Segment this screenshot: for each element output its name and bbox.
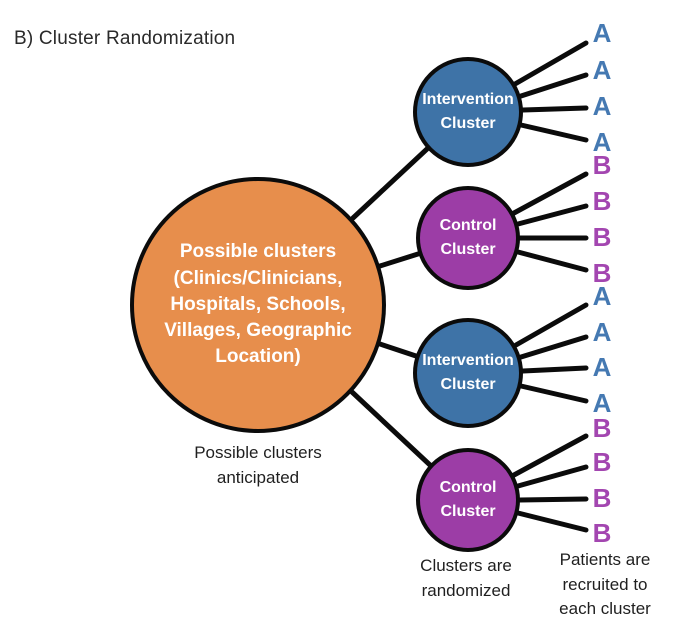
- main-cluster-label: Possible clusters (Clinics/Clinicians, H…: [164, 241, 352, 368]
- patient-label: A: [592, 18, 612, 48]
- intervention-cluster-circle-2: Intervention Cluster: [413, 318, 523, 428]
- patient-label: B: [592, 150, 612, 180]
- intervention-cluster-label: Intervention Cluster: [422, 352, 514, 393]
- page-title: B) Cluster Randomization: [14, 28, 236, 49]
- patient-label: B: [592, 186, 612, 216]
- patient-label: B: [592, 447, 612, 477]
- patient-label: A: [592, 55, 612, 85]
- control-cluster-circle-2: Control Cluster: [416, 448, 520, 552]
- patient-label: B: [592, 258, 612, 288]
- control-cluster-label: Control Cluster: [439, 217, 497, 258]
- main-cluster-caption: Possible clusters anticipated: [194, 443, 322, 487]
- patient-label: B: [592, 518, 612, 548]
- main-cluster-circle: Possible clusters (Clinics/Clinicians, H…: [130, 177, 386, 433]
- patient-label: B: [592, 222, 612, 252]
- patient-label: A: [592, 281, 612, 311]
- patient-label: B: [592, 483, 612, 513]
- patient-label: A: [592, 91, 612, 121]
- intervention-cluster-circle-1: Intervention Cluster: [413, 57, 523, 167]
- patient-label: A: [592, 352, 612, 382]
- patients-caption: Patients are recruited to each cluster: [559, 550, 651, 619]
- patient-label: A: [592, 127, 612, 157]
- patient-label: B: [592, 413, 612, 443]
- randomization-caption: Clusters are randomized: [420, 556, 512, 600]
- intervention-cluster-label: Intervention Cluster: [422, 91, 514, 132]
- patient-label: A: [592, 388, 612, 418]
- control-cluster-circle-1: Control Cluster: [416, 186, 520, 290]
- control-cluster-label: Control Cluster: [439, 479, 497, 520]
- patient-label: A: [592, 317, 612, 347]
